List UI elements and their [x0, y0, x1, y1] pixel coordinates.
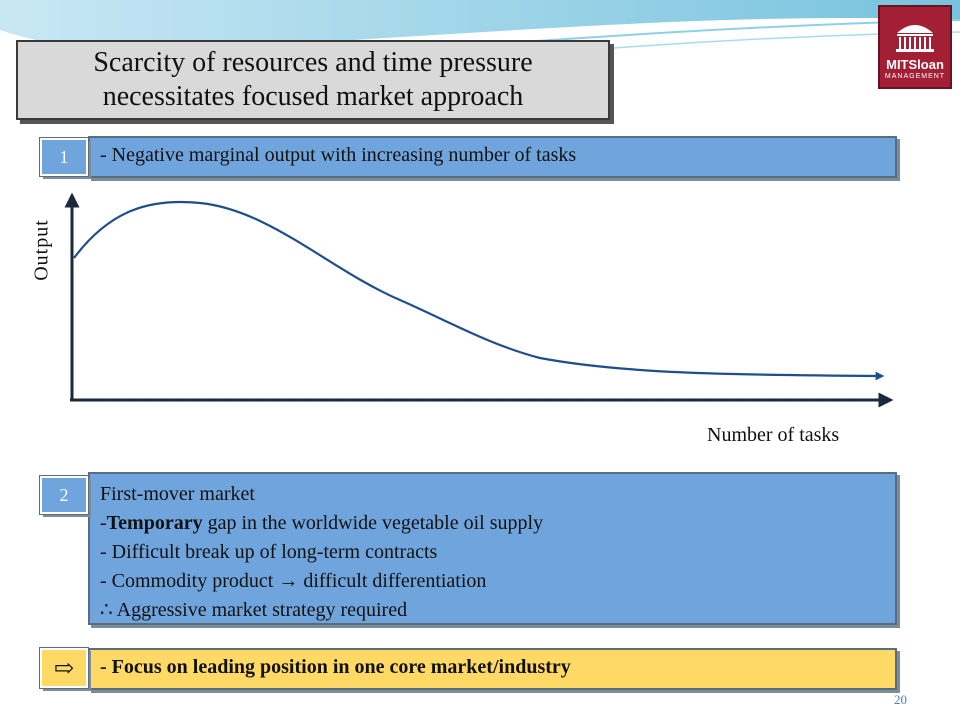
section1-badge-label: 1	[59, 146, 69, 167]
arrow-right-icon: →	[278, 570, 299, 592]
x-axis-label: Number of tasks	[707, 424, 840, 446]
section3-band: - Focus on leading position in one core …	[88, 648, 897, 690]
slide-title-box: Scarcity of resources and time pressure …	[16, 40, 610, 120]
section2-line2-bold: Temporary	[106, 512, 203, 534]
section2-line2-rest: gap in the worldwide vegetable oil suppl…	[202, 512, 544, 534]
section2-line5: ∴ Aggressive market strategy required	[100, 599, 408, 621]
y-axis-label: Output	[30, 219, 53, 281]
hollow-arrow-right-icon: ⇨	[53, 655, 75, 682]
section2-badge-label: 2	[59, 484, 69, 505]
section2-line2: -Temporary gap in the worldwide vegetabl…	[100, 509, 885, 538]
section1-band: - Negative marginal output with increasi…	[88, 136, 897, 178]
section2-badge: 2	[39, 475, 89, 515]
section2-line4-b: difficult differentiation	[298, 570, 487, 592]
section2-band: First-mover market -Temporary gap in the…	[88, 472, 897, 625]
section2-line4-a: - Commodity product	[100, 570, 279, 592]
page-number: 20	[894, 692, 907, 707]
slide-title: Scarcity of resources and time pressure …	[93, 47, 533, 112]
section3-badge: ⇨	[39, 647, 89, 689]
section2-line1: First-mover market	[100, 483, 255, 505]
mit-sloan-logo: MITSloan MANAGEMENT	[878, 5, 952, 89]
dome-building-icon	[896, 25, 934, 52]
section1-text: - Negative marginal output with increasi…	[100, 144, 577, 166]
y-axis-label-wrap: Output	[22, 200, 62, 300]
section2-line3: - Difficult break up of long-term contra…	[100, 541, 438, 563]
logo-subtext: MANAGEMENT	[884, 73, 946, 80]
section2-line4: - Commodity product → difficult differen…	[100, 567, 885, 596]
logo-text: MITSloan	[886, 57, 944, 72]
output-curve	[73, 200, 885, 381]
section1-badge: 1	[39, 137, 89, 177]
section2-line2-prefix: -	[100, 512, 107, 534]
section3-text: - Focus on leading position in one core …	[100, 656, 571, 678]
